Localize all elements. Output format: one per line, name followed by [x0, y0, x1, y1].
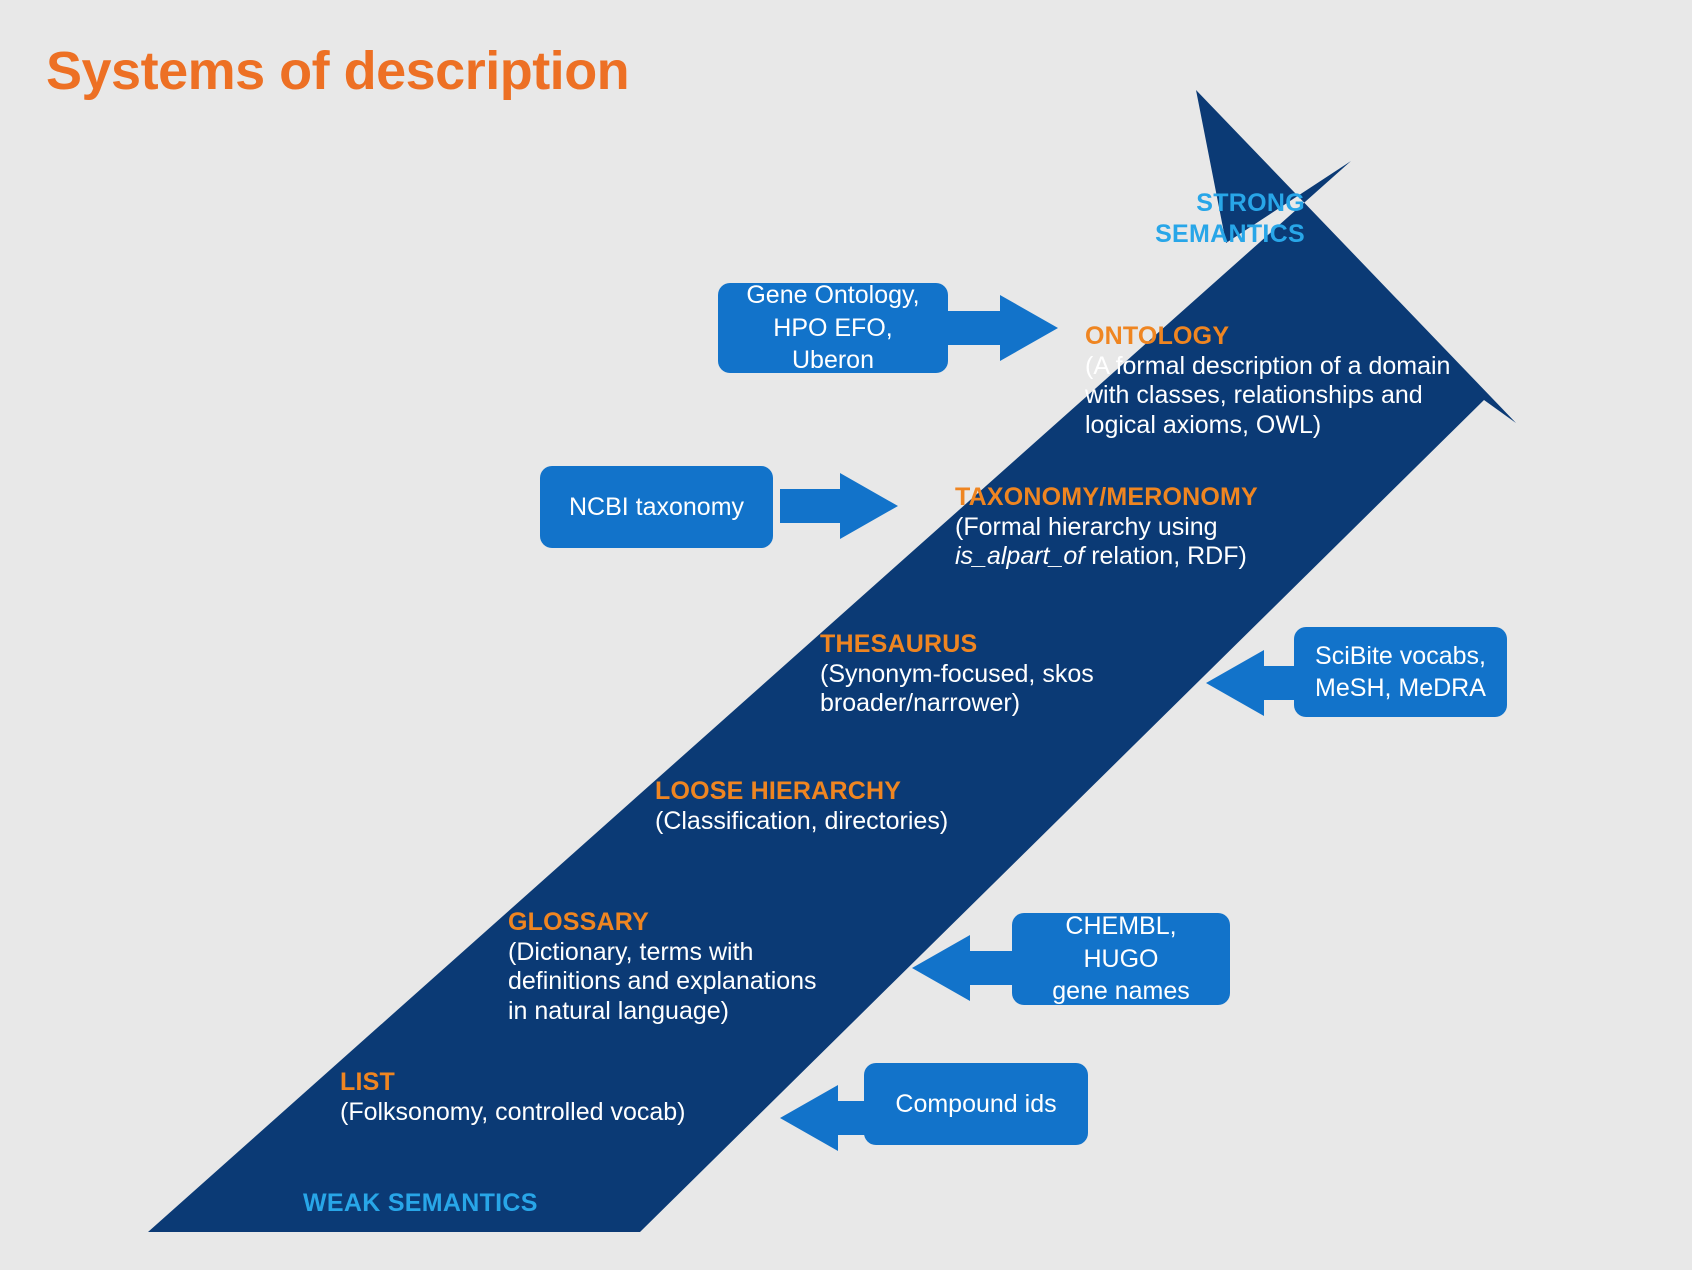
level-desc-glossary-line3: in natural language): [508, 996, 729, 1025]
callout-compound-ids[interactable]: Compound ids: [864, 1063, 1088, 1145]
callout-gene-ontology[interactable]: Gene Ontology, HPO EFO, Uberon: [718, 281, 948, 374]
level-desc-ontology-line2: with classes, relationships and: [1085, 381, 1423, 409]
callout-chembl-hugo[interactable]: CHEMBL, HUGO gene names: [1012, 912, 1230, 1005]
level-desc-glossary-line2: definitions and explanations: [508, 967, 817, 995]
weak-semantics-label: WEAK SEMANTICS: [303, 1189, 538, 1217]
level-term-taxonomy: TAXONOMY/MERONOMY: [955, 483, 1258, 511]
page-title: Systems of description: [46, 41, 630, 101]
level-term-ontology: ONTOLOGY: [1085, 322, 1230, 350]
level-term-thesaurus: THESAURUS: [820, 630, 978, 658]
level-desc-thesaurus-line1: (Synonym-focused, skos: [820, 659, 1094, 688]
callout-arrow-right-ncbi-taxonomy: [780, 473, 898, 539]
level-block-loose-hierarchy: LOOSE HIERARCHY (Classification, directo…: [655, 777, 948, 836]
level-block-thesaurus: THESAURUS (Synonym-focused, skos broader…: [820, 630, 1094, 719]
level-term-loose-hierarchy: LOOSE HIERARCHY: [655, 777, 902, 805]
level-desc-ontology-line1: (A formal description of a domain: [1085, 351, 1451, 380]
level-desc-list-line1: (Folksonomy, controlled vocab): [340, 1097, 686, 1126]
level-term-glossary: GLOSSARY: [508, 908, 649, 936]
level-desc-taxonomy-line2: is_alpart_of relation, RDF): [955, 542, 1258, 572]
level-block-taxonomy: TAXONOMY/MERONOMY (Formal hierarchy usin…: [955, 483, 1258, 572]
level-block-glossary: GLOSSARY (Dictionary, terms with definit…: [508, 908, 817, 1026]
level-desc-thesaurus-line2: broader/narrower): [820, 689, 1021, 717]
level-term-list: LIST: [340, 1068, 395, 1096]
callout-arrow-left-chembl-hugo: [912, 935, 1030, 1001]
level-desc-glossary-line1: (Dictionary, terms with: [508, 937, 754, 966]
level-desc-ontology-line3: logical axioms, OWL): [1085, 410, 1322, 439]
level-block-list: LIST (Folksonomy, controlled vocab): [340, 1068, 686, 1127]
level-desc-loose-hierarchy-line1: (Classification, directories): [655, 806, 949, 835]
level-desc-taxonomy-rest: relation, RDF): [1084, 542, 1247, 570]
callout-ncbi-taxonomy[interactable]: NCBI taxonomy: [540, 466, 773, 548]
level-desc-taxonomy-line1: (Formal hierarchy using: [955, 512, 1218, 541]
strong-semantics-label: STRONG SEMANTICS: [1060, 188, 1305, 249]
arrow-body: [148, 90, 1516, 1232]
callout-arrow-right-gene-ontology: [940, 295, 1058, 361]
strong-semantics-line1: STRONG: [1196, 189, 1305, 217]
level-desc-taxonomy-italic: is_alpart_of: [955, 542, 1085, 570]
level-block-ontology: ONTOLOGY (A formal description of a doma…: [1085, 322, 1450, 440]
callout-scibite-vocabs[interactable]: SciBite vocabs, MeSH, MeDRA: [1294, 627, 1507, 717]
strong-semantics-line2: SEMANTICS: [1155, 219, 1305, 248]
